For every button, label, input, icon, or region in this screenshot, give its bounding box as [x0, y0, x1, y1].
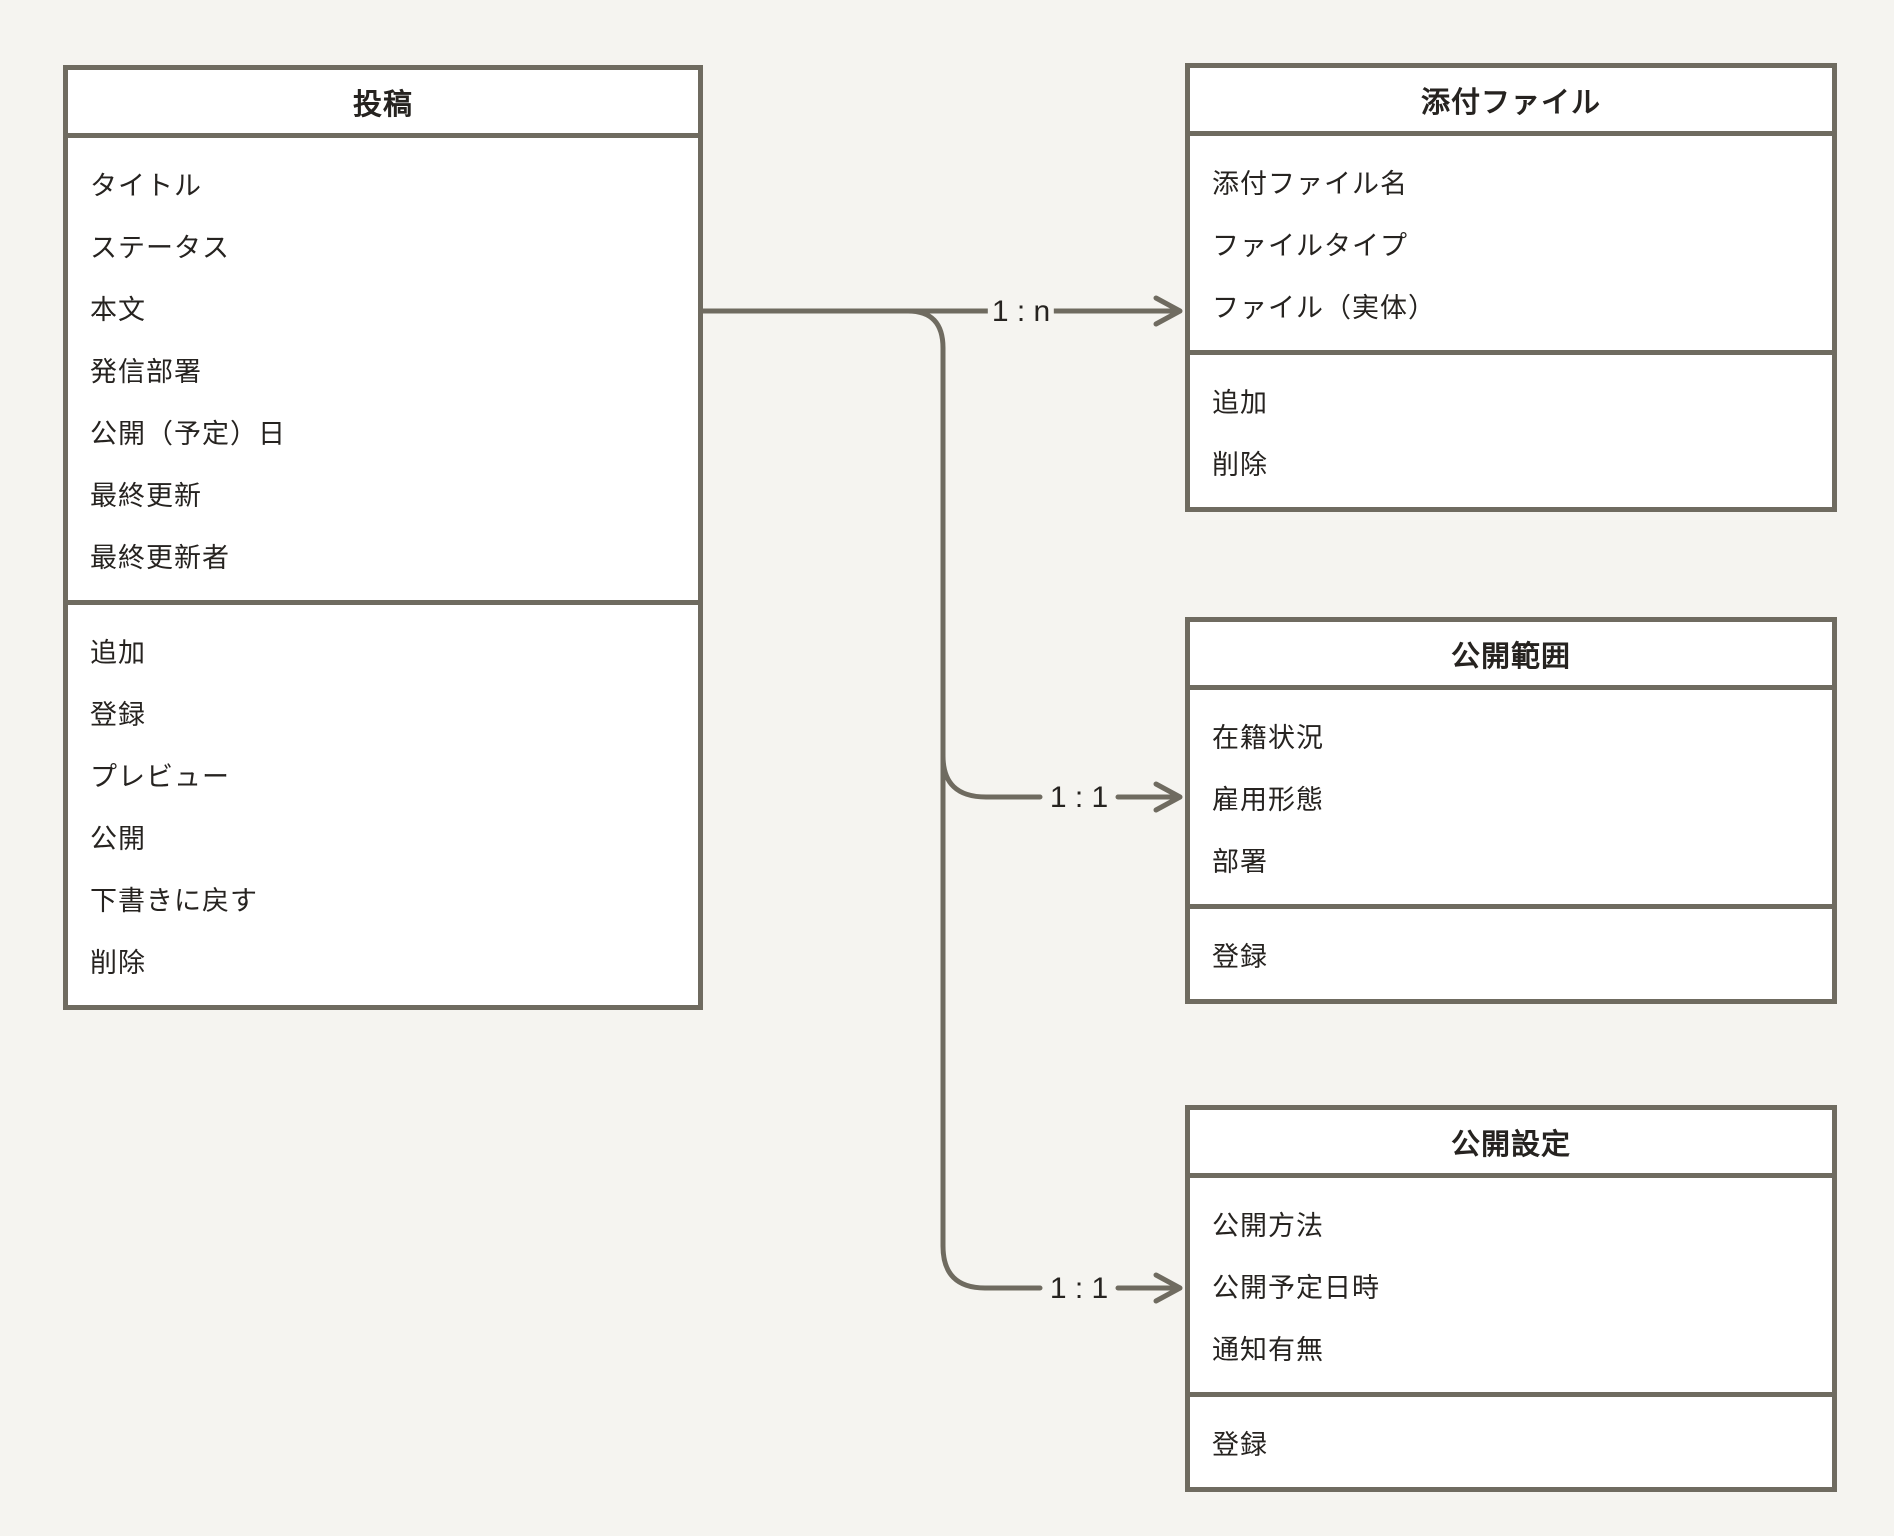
entity-post-actions: 追加 登録 プレビュー 公開 下書きに戻す 削除 — [68, 600, 698, 1005]
entity-scope-actions: 登録 — [1190, 904, 1832, 999]
connector-trunk — [905, 308, 1043, 1291]
entity-scope-attributes: 在籍状況 雇用形態 部署 — [1190, 690, 1832, 904]
attribute-row: 公開方法 — [1212, 1210, 1324, 1241]
attribute-row: 公開予定日時 — [1212, 1272, 1380, 1303]
action-row: 登録 — [1212, 1429, 1268, 1460]
action-row: 登録 — [1212, 941, 1268, 972]
action-row: 削除 — [1212, 449, 1268, 480]
cardinality-label-one-to-one-scope: 1 : 1 — [1045, 781, 1113, 815]
attribute-row: ファイル（実体） — [1212, 292, 1436, 323]
attribute-row: 通知有無 — [1212, 1334, 1324, 1365]
cardinality-label-one-to-n: 1 : n — [987, 295, 1055, 329]
action-row: 登録 — [90, 699, 146, 730]
connector-post-scope-branch — [940, 753, 1043, 800]
connector-post-scope-arrowhead — [1153, 781, 1183, 813]
action-row: 公開 — [90, 823, 146, 854]
attribute-row: ファイルタイプ — [1212, 230, 1408, 261]
connector-post-attachment-arrowhead — [1153, 295, 1183, 327]
entity-attachment-title: 添付ファイル — [1190, 68, 1832, 136]
entity-post: 投稿 タイトル ステータス 本文 発信部署 公開（予定）日 最終更新 最終更新者… — [63, 65, 703, 1010]
attribute-row: 公開（予定）日 — [90, 418, 286, 449]
attribute-row: 在籍状況 — [1212, 722, 1324, 753]
entity-attachment-actions: 追加 削除 — [1190, 350, 1832, 507]
attribute-row: 雇用形態 — [1212, 784, 1324, 815]
entity-attachment-attributes: 添付ファイル名 ファイルタイプ ファイル（実体） — [1190, 136, 1832, 350]
action-row: 下書きに戻す — [90, 885, 258, 916]
entity-scope: 公開範囲 在籍状況 雇用形態 部署 登録 — [1185, 617, 1837, 1004]
action-row: プレビュー — [90, 761, 230, 792]
attribute-row: 添付ファイル名 — [1212, 168, 1408, 199]
entity-attachment: 添付ファイル 添付ファイル名 ファイルタイプ ファイル（実体） 追加 削除 — [1185, 63, 1837, 512]
attribute-row: タイトル — [90, 170, 202, 201]
cardinality-label-one-to-one-settings: 1 : 1 — [1045, 1272, 1113, 1306]
attribute-row: 部署 — [1212, 846, 1268, 877]
entity-settings-title: 公開設定 — [1190, 1110, 1832, 1178]
entity-settings-attributes: 公開方法 公開予定日時 通知有無 — [1190, 1178, 1832, 1392]
attribute-row: 最終更新 — [90, 480, 202, 511]
connector-post-settings-arrowhead — [1153, 1272, 1183, 1304]
action-row: 追加 — [90, 637, 146, 668]
attribute-row: 本文 — [90, 294, 146, 325]
entity-post-attributes: タイトル ステータス 本文 発信部署 公開（予定）日 最終更新 最終更新者 — [68, 138, 698, 600]
entity-settings-actions: 登録 — [1190, 1392, 1832, 1487]
entity-post-title: 投稿 — [68, 70, 698, 138]
action-row: 削除 — [90, 947, 146, 978]
attribute-row: ステータス — [90, 232, 230, 263]
entity-settings: 公開設定 公開方法 公開予定日時 通知有無 登録 — [1185, 1105, 1837, 1492]
attribute-row: 最終更新者 — [90, 542, 230, 573]
entity-scope-title: 公開範囲 — [1190, 622, 1832, 690]
action-row: 追加 — [1212, 387, 1268, 418]
attribute-row: 発信部署 — [90, 356, 202, 387]
